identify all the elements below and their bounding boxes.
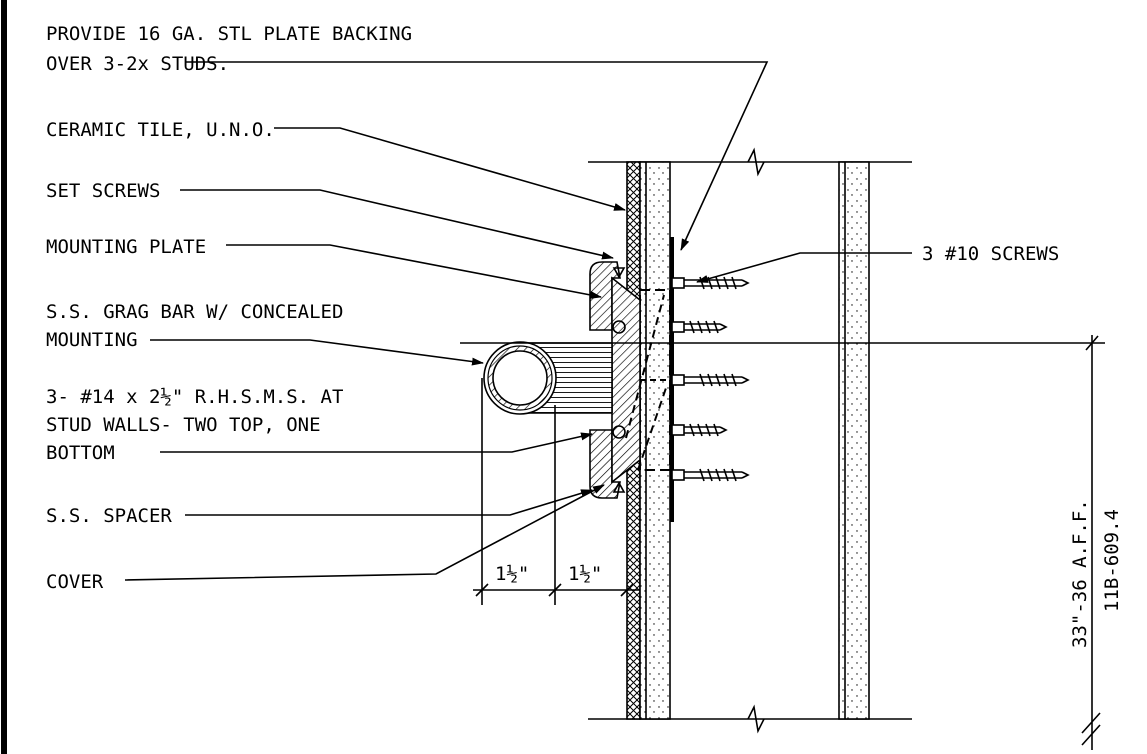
label-set-screws: SET SCREWS [46, 180, 160, 202]
height-dimension-label: 33"-36 A.F.F. [1069, 499, 1091, 648]
code-reference-label: 11B-609.4 [1101, 509, 1123, 612]
label-grab-bar-2: MOUNTING [46, 329, 138, 351]
dimension-lines [460, 335, 1105, 750]
leader-lines [124, 61, 912, 581]
label-ceramic-tile: CERAMIC TILE, U.N.O. [46, 119, 275, 141]
mounting-hardware [589, 261, 671, 499]
label-rhsms-3: BOTTOM [46, 442, 115, 464]
dimension-label-1: 1½" [495, 563, 529, 585]
wallboard-layer [639, 161, 671, 720]
label-rhsms-2: STUD WALLS- TWO TOP, ONE [46, 414, 321, 436]
annotation-labels: PROVIDE 16 GA. STL PLATE BACKING OVER 3-… [46, 23, 1123, 648]
grab-bar [483, 341, 613, 415]
label-plate-backing-1: PROVIDE 16 GA. STL PLATE BACKING [46, 23, 412, 45]
label-screws-10: 3 #10 SCREWS [922, 243, 1059, 265]
label-spacer: S.S. SPACER [46, 505, 172, 527]
dimension-label-2: 1½" [568, 563, 602, 585]
far-wallboard-layer [838, 161, 870, 720]
label-plate-backing-2: OVER 3-2x STUDS. [46, 53, 229, 75]
label-rhsms-1: 3- #14 x 2½" R.H.S.M.S. AT [46, 386, 343, 408]
label-cover: COVER [46, 571, 104, 593]
label-grab-bar-1: S.S. GRAG BAR W/ CONCEALED [46, 301, 343, 323]
wood-screws [671, 276, 750, 482]
label-mounting-plate: MOUNTING PLATE [46, 236, 206, 258]
